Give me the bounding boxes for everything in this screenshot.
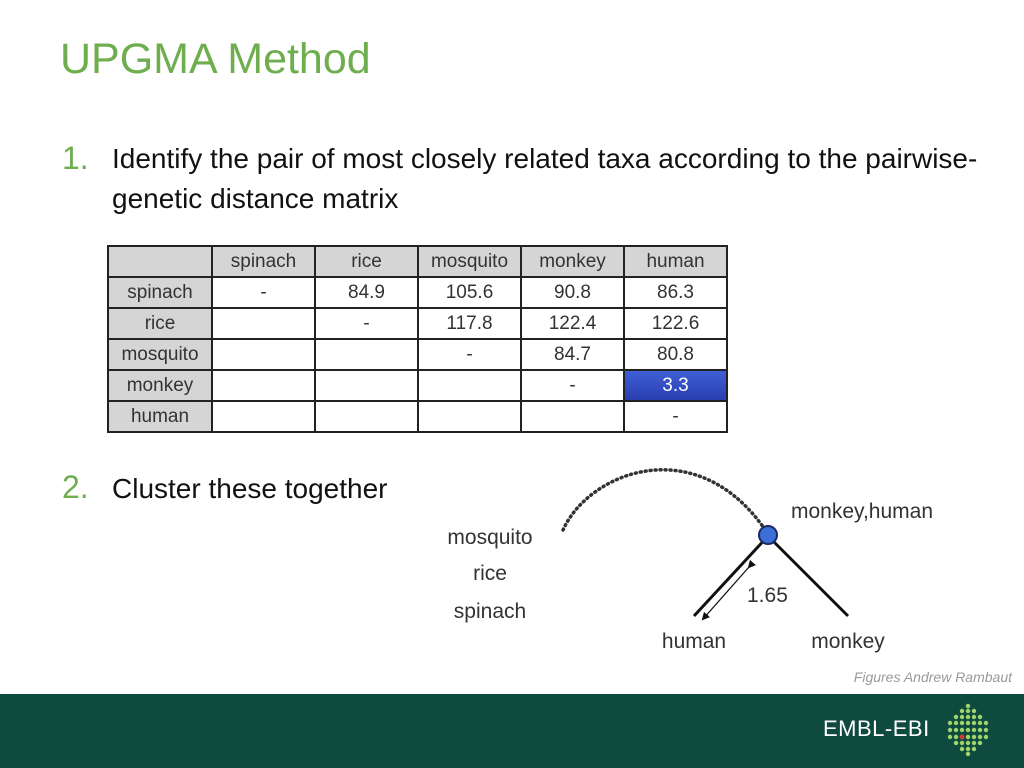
matrix-corner-cell (107, 245, 213, 278)
matrix-cell: 90.8 (520, 276, 625, 309)
matrix-cell: - (417, 338, 522, 371)
matrix-col-header: rice (314, 245, 419, 278)
matrix-cell (211, 338, 316, 371)
matrix-col-header: monkey (520, 245, 625, 278)
matrix-cell: - (314, 307, 419, 340)
matrix-cell: 105.6 (417, 276, 522, 309)
matrix-row-header: human (107, 400, 213, 433)
matrix-row-header: rice (107, 307, 213, 340)
embl-ebi-logo-icon (947, 703, 989, 757)
embl-ebi-logo-text: EMBL-EBI (823, 716, 930, 741)
matrix-cell: - (211, 276, 316, 309)
matrix-row: mosquito - 84.7 80.8 (107, 338, 728, 371)
dotted-cluster-arc (561, 468, 770, 536)
step-2-number: 2. (62, 469, 89, 505)
matrix-cell: 84.7 (520, 338, 625, 371)
matrix-col-header: spinach (211, 245, 316, 278)
matrix-cell: 84.9 (314, 276, 419, 309)
matrix-row: rice - 117.8 122.4 122.6 (107, 307, 728, 340)
matrix-cell (417, 400, 522, 433)
taxon-label-mosquito: mosquito (447, 526, 532, 549)
matrix-cell: - (520, 369, 625, 402)
branch-length-arrow (701, 559, 756, 621)
matrix-cell (520, 400, 625, 433)
matrix-cell (211, 369, 316, 402)
cluster-label: monkey,human (791, 500, 933, 523)
matrix-row: human - (107, 400, 728, 433)
matrix-cell (211, 307, 316, 340)
leaf-label-human: human (662, 630, 726, 653)
matrix-header-row: spinach rice mosquito monkey human (107, 245, 728, 278)
matrix-cell: 117.8 (417, 307, 522, 340)
step-2-text: Cluster these together (112, 473, 388, 504)
matrix-row-header: spinach (107, 276, 213, 309)
step-1-number: 1. (62, 140, 89, 176)
matrix-cell (417, 369, 522, 402)
matrix-row-header: monkey (107, 369, 213, 402)
matrix-cell (314, 369, 419, 402)
step-1-text: Identify the pair of most closely relate… (112, 143, 978, 214)
matrix-cell (211, 400, 316, 433)
branch-monkey (766, 534, 850, 618)
taxon-label-rice: rice (473, 562, 507, 585)
matrix-cell (314, 400, 419, 433)
cluster-node (758, 525, 778, 545)
figure-credit: Figures Andrew Rambaut (853, 669, 1012, 685)
matrix-row: monkey - 3.3 (107, 369, 728, 402)
footer-bar: EMBL-EBI (0, 694, 1024, 768)
matrix-cell (314, 338, 419, 371)
matrix-col-header: human (623, 245, 728, 278)
matrix-cell: 122.4 (520, 307, 625, 340)
matrix-cell-highlighted: 3.3 (623, 369, 728, 402)
distance-matrix: spinach rice mosquito monkey human spina… (107, 245, 728, 433)
branch-length-label: 1.65 (747, 584, 788, 607)
matrix-cell: 80.8 (623, 338, 728, 371)
slide-title: UPGMA Method (60, 35, 371, 83)
matrix-cell: - (623, 400, 728, 433)
matrix-cell: 86.3 (623, 276, 728, 309)
matrix-cell: 122.6 (623, 307, 728, 340)
leaf-label-monkey: monkey (811, 630, 885, 653)
cluster-tree-diagram: mosquito rice spinach monkey,human 1.65 … (447, 468, 933, 653)
matrix-row-header: mosquito (107, 338, 213, 371)
matrix-col-header: mosquito (417, 245, 522, 278)
matrix-row: spinach - 84.9 105.6 90.8 86.3 (107, 276, 728, 309)
taxon-label-spinach: spinach (454, 600, 526, 623)
